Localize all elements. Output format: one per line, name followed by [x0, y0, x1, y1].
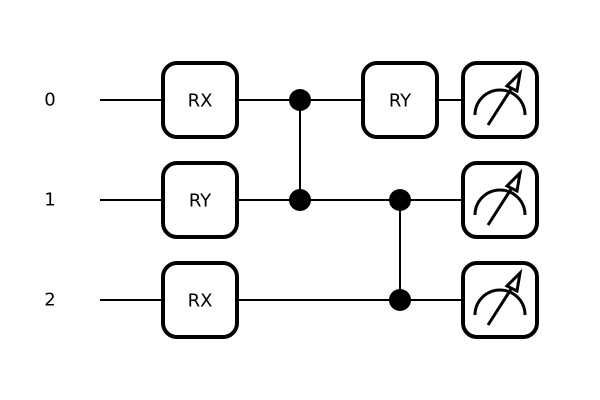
- meter-arrowhead: [504, 168, 523, 194]
- meter-arrowhead: [504, 268, 523, 294]
- control-dot: [389, 189, 411, 211]
- measurement-icon: [461, 261, 539, 339]
- measurement-icon: [461, 61, 539, 139]
- gate-box: [361, 61, 439, 139]
- gate-box: [161, 261, 239, 339]
- measurement-icon: [461, 161, 539, 239]
- gate-label: RY: [189, 191, 212, 212]
- meter-arc: [473, 288, 527, 316]
- measurement-box: [461, 161, 539, 239]
- meter-arc: [473, 188, 527, 216]
- measurement-box: [461, 261, 539, 339]
- meter-needle: [486, 282, 517, 326]
- meter-needle: [486, 82, 517, 126]
- wire-label: 2: [44, 290, 55, 311]
- gate-label: RY: [389, 91, 412, 112]
- gate-box: [161, 61, 239, 139]
- gate-box: [161, 161, 239, 239]
- wire-label: 1: [44, 190, 55, 211]
- meter-needle: [486, 182, 517, 226]
- gate-label: RX: [188, 91, 213, 112]
- control-dot: [289, 89, 311, 111]
- meter-arrowhead: [504, 68, 523, 94]
- meter-arc: [473, 88, 527, 116]
- wire-label: 0: [44, 90, 55, 111]
- gate-label: RX: [188, 291, 213, 312]
- control-dot: [389, 289, 411, 311]
- control-dot: [289, 189, 311, 211]
- measurement-box: [461, 61, 539, 139]
